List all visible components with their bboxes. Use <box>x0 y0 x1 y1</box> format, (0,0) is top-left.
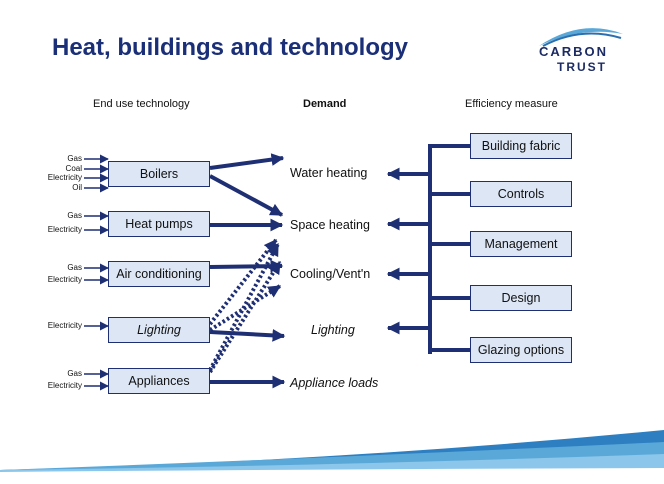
dotted-arrow-lighting-cooling <box>208 284 282 332</box>
carbon-trust-logo: CARBON TRUST <box>533 20 629 80</box>
dotted-arrow-appliances-cooling <box>208 260 282 374</box>
efficiency-box-design: Design <box>470 285 572 311</box>
arrow-lighting-lighting <box>209 328 286 342</box>
input-label: Gas <box>67 263 82 272</box>
input-label: Coal <box>65 164 82 173</box>
demand-appliance-loads: Appliance loads <box>290 376 379 390</box>
tech-box-appliances: Appliances <box>108 368 210 394</box>
tech-box-lighting: Lighting <box>108 317 210 343</box>
input-label: Gas <box>67 211 82 220</box>
input-arrows <box>84 154 109 391</box>
input-label: Oil <box>72 183 82 192</box>
footer-swoosh <box>0 430 664 484</box>
input-label: Gas <box>67 369 82 378</box>
demand-space-heating: Space heating <box>290 218 370 232</box>
tech-box-heat-pumps: Heat pumps <box>108 211 210 237</box>
input-label: Electricity <box>47 173 82 182</box>
demand-water-heating: Water heating <box>290 166 368 180</box>
arrow-aircon-cooling <box>209 259 284 273</box>
header-technology: End use technology <box>93 98 190 110</box>
input-label: Electricity <box>47 381 82 390</box>
demand-lighting: Lighting <box>311 323 355 337</box>
tech-box-boilers: Boilers <box>108 161 210 187</box>
logo-swoosh-icon <box>539 28 623 47</box>
logo-line-1: CARBON <box>539 44 609 59</box>
efficiency-box-management: Management <box>470 231 572 257</box>
tech-box-air-conditioning: Air conditioning <box>108 261 210 287</box>
logo-line-2: TRUST <box>557 60 607 74</box>
page-title: Heat, buildings and technology <box>52 34 409 61</box>
input-label: Gas <box>67 154 82 163</box>
header-demand: Demand <box>303 98 347 110</box>
demand-cooling: Cooling/Vent'n <box>290 267 371 281</box>
arrow-boilers-space <box>209 174 284 217</box>
efficiency-box-glazing-options: Glazing options <box>470 337 572 363</box>
efficiency-arrows <box>386 144 470 354</box>
arrow-boilers-water <box>209 153 285 170</box>
input-label: Electricity <box>47 225 82 234</box>
efficiency-box-building-fabric: Building fabric <box>470 133 572 159</box>
input-label: Electricity <box>47 321 82 330</box>
technology-to-demand-arrows <box>208 153 286 389</box>
header-efficiency: Efficiency measure <box>465 98 558 110</box>
input-label: Electricity <box>47 275 82 284</box>
efficiency-box-controls: Controls <box>470 181 572 207</box>
